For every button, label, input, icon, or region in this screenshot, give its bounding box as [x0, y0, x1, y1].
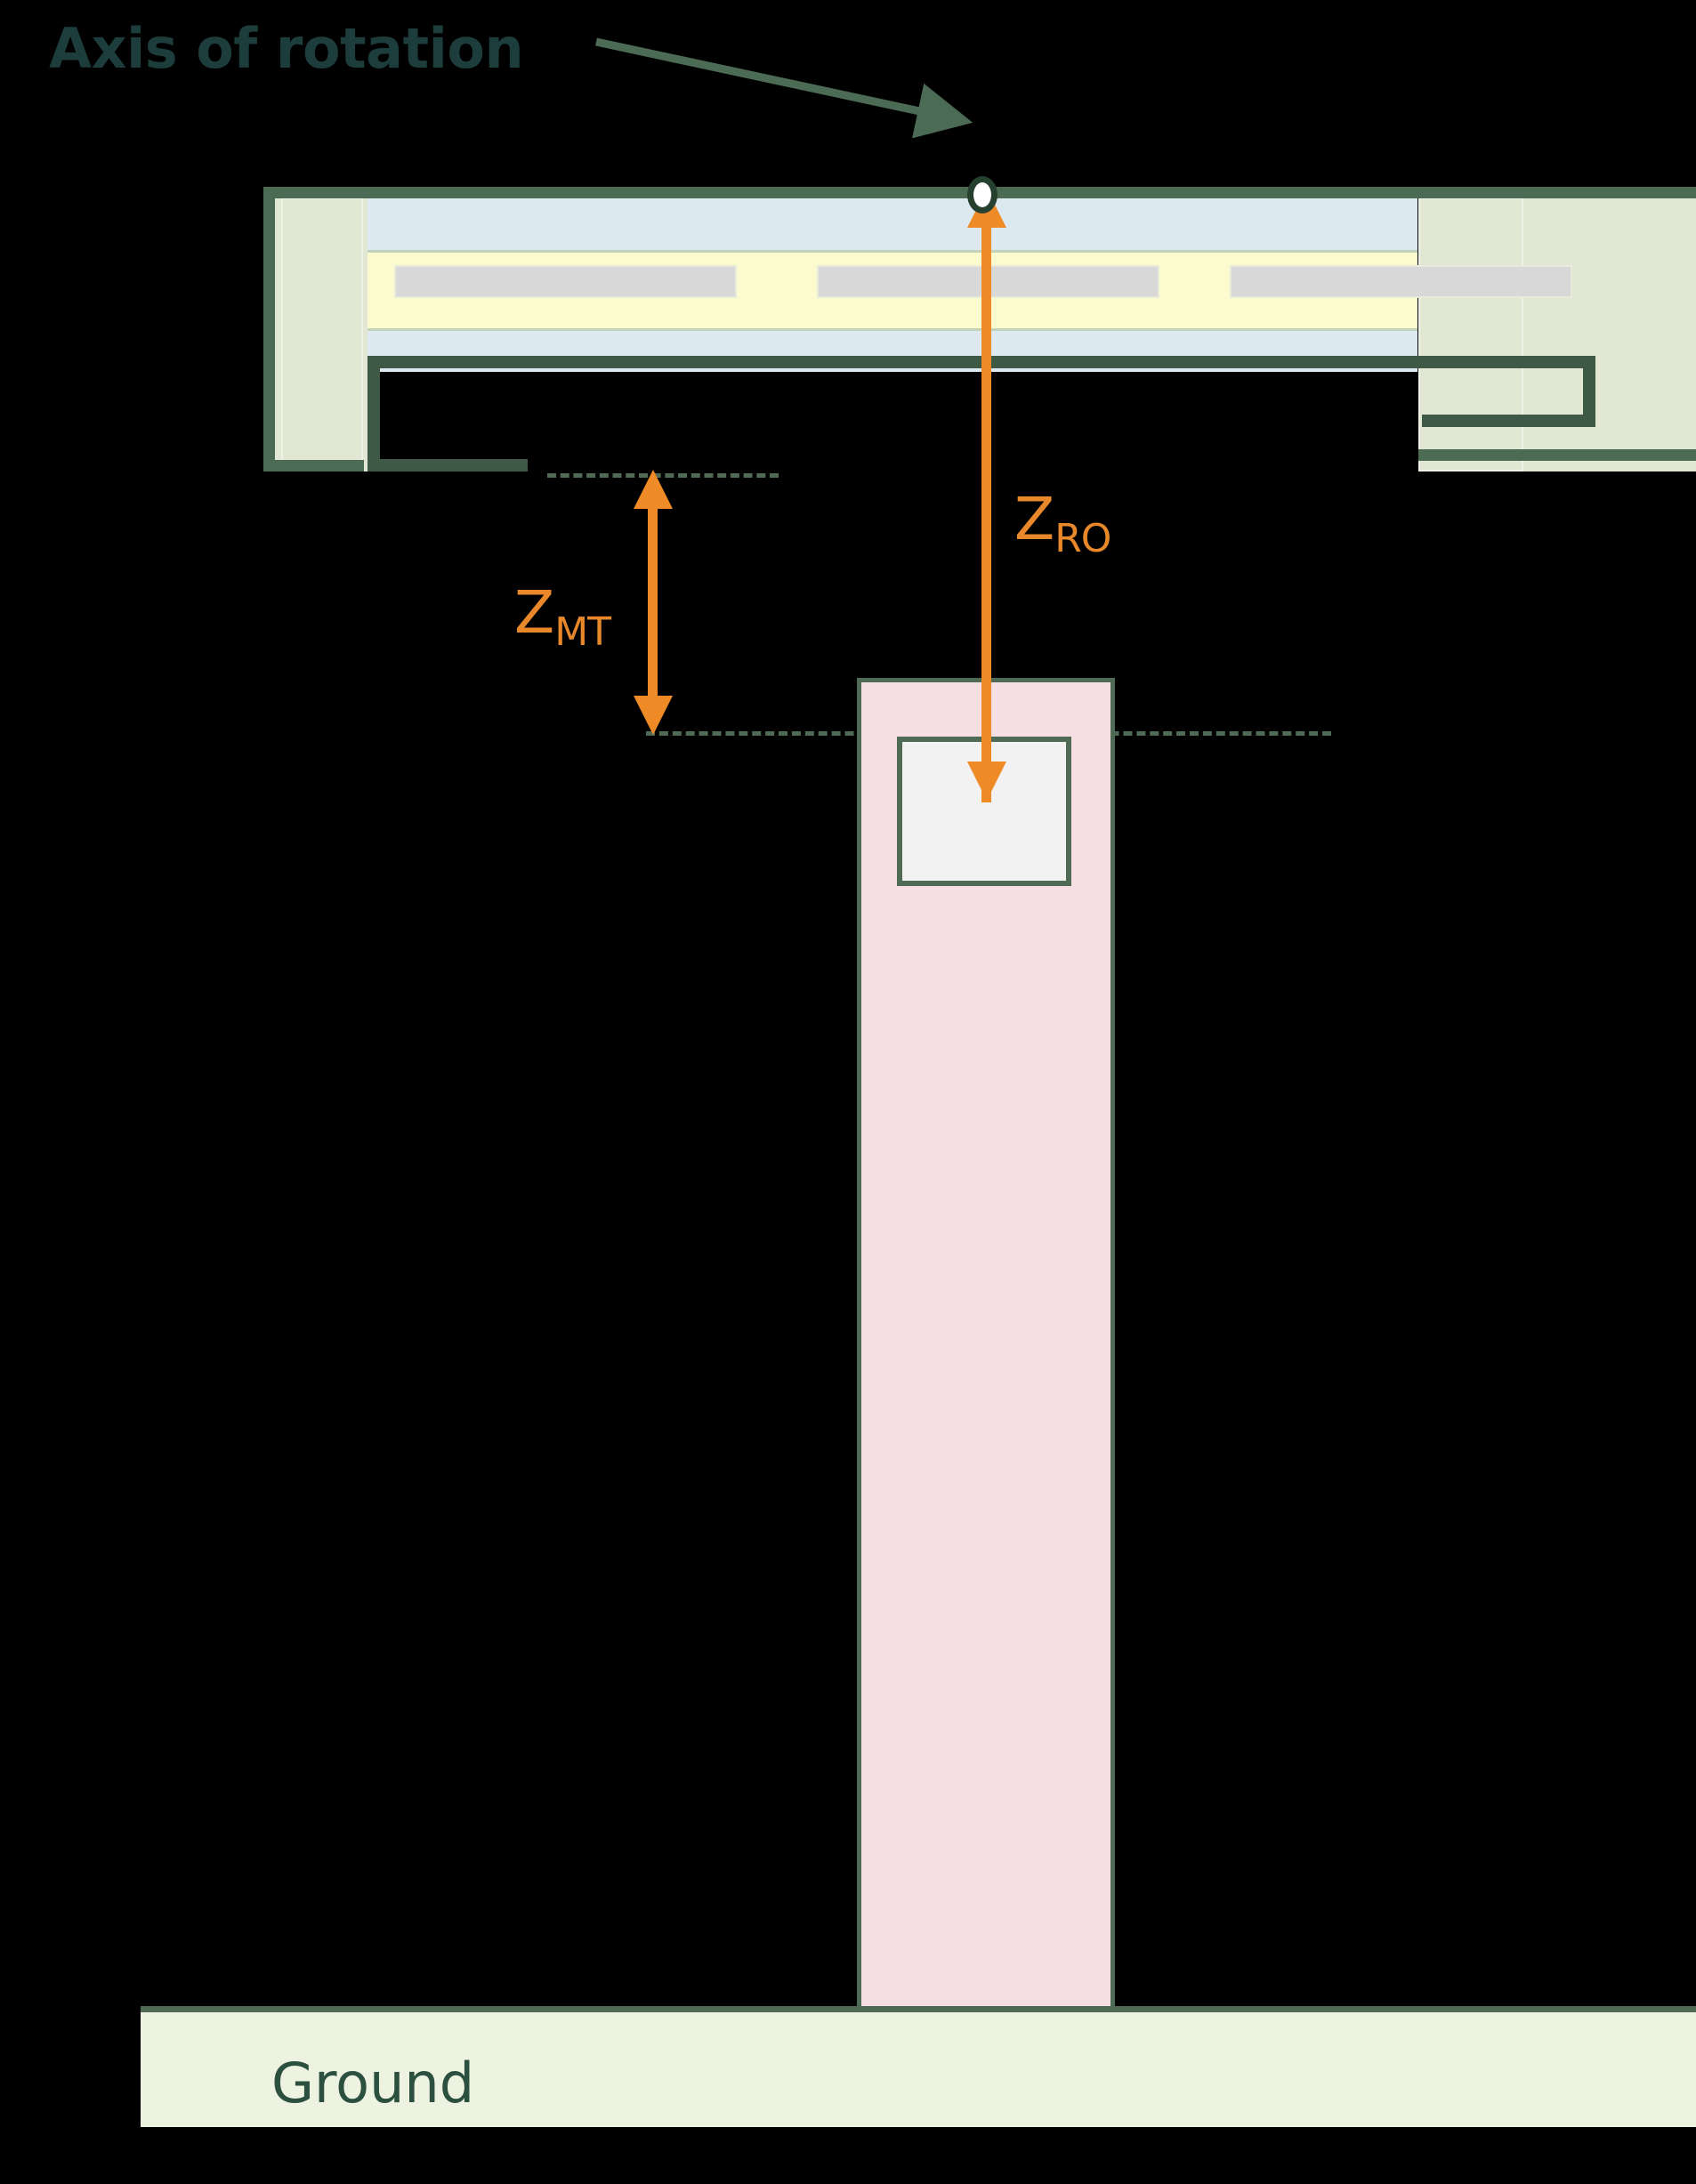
z-mt-arrowhead-down-icon — [634, 696, 673, 735]
reference-target-box — [897, 737, 1071, 886]
bracket-left-foot — [367, 459, 528, 471]
z-ro-dimension-shaft — [981, 205, 991, 802]
z-ro-label: ZRO — [1014, 485, 1111, 562]
z-mt-label: ZMT — [514, 578, 611, 656]
bracket-left-arm — [367, 356, 380, 471]
frame-bottom-right-bar — [1418, 449, 1696, 461]
left-support-pillar — [281, 197, 363, 471]
axis-of-rotation-label: Axis of rotation — [49, 16, 524, 81]
z-mt-symbol: Z — [514, 578, 555, 647]
right-support-pillar — [1418, 197, 1523, 471]
z-ro-arrowhead-down-icon — [967, 762, 1006, 801]
bracket-right-foot — [1422, 415, 1595, 427]
frame-left-bar — [263, 187, 275, 471]
frame-bottom-left-bar — [263, 460, 364, 471]
grey-insert — [394, 265, 737, 298]
bracket-right-arm — [1583, 356, 1595, 427]
ground-label: Ground — [271, 2051, 475, 2115]
z-ro-subscript: RO — [1054, 516, 1111, 562]
leader-arrow-icon — [595, 37, 973, 138]
ground-plane — [141, 2006, 1696, 2127]
rotation-axis-marker-icon — [967, 176, 997, 214]
z-mt-arrowhead-up-icon — [634, 470, 673, 509]
vertical-support-column — [857, 678, 1115, 2008]
grey-insert — [1230, 265, 1572, 298]
z-mt-subscript: MT — [554, 609, 611, 656]
z-mt-dimension-shaft — [648, 496, 658, 719]
z-ro-symbol: Z — [1014, 485, 1055, 553]
upper-blue-layer — [367, 197, 1417, 253]
